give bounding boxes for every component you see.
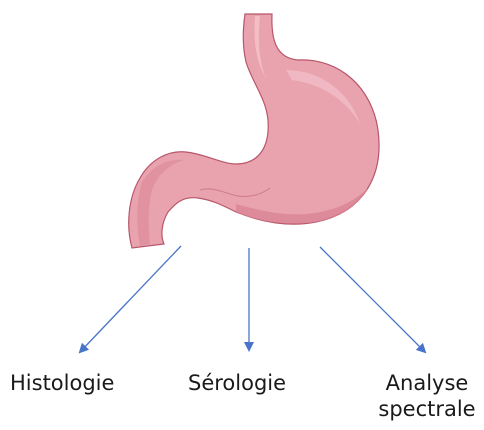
- arrow-analyse: [320, 247, 425, 352]
- label-histologie: Histologie: [10, 370, 114, 396]
- label-serologie: Sérologie: [188, 370, 286, 396]
- stomach-icon: [129, 14, 379, 248]
- label-analyse-line1: Analyse: [368, 370, 484, 396]
- arrow-histologie: [80, 246, 181, 352]
- label-analyse-spectrale: Analyse spectrale: [368, 370, 484, 422]
- label-analyse-line2: spectrale: [368, 396, 484, 422]
